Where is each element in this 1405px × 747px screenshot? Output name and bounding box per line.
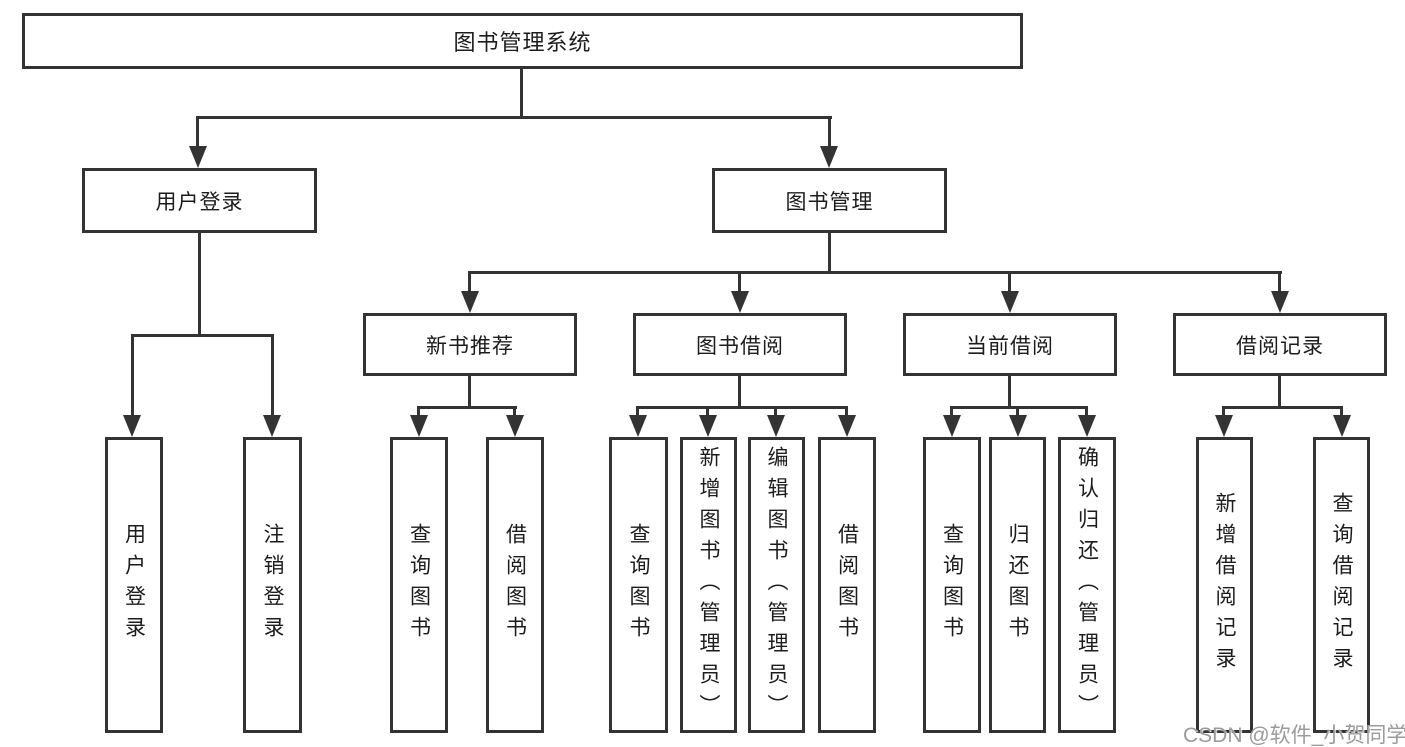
- node-label: 查询图书: [940, 523, 964, 647]
- node-book-management: 图书管理: [712, 168, 947, 233]
- node-leaf-borrow-books-2: 借阅图书: [818, 437, 876, 733]
- arrow-down-icon: [838, 415, 856, 437]
- node-leaf-confirm-return-admin: 确认归还（管理员）: [1058, 437, 1116, 733]
- node-label: 查询图书: [627, 523, 650, 647]
- connector-line: [271, 334, 274, 417]
- arrow-down-icon: [410, 415, 428, 437]
- connector-line: [468, 376, 471, 409]
- connector-line: [828, 233, 831, 274]
- node-current-borrow: 当前借阅: [903, 313, 1117, 376]
- connector-line: [468, 271, 471, 294]
- node-library-system: 图书管理系统: [22, 13, 1023, 69]
- connector-line: [417, 406, 517, 409]
- connector-line: [196, 116, 832, 119]
- node-leaf-query-books-2: 查询图书: [609, 437, 668, 733]
- node-label: 用户登录: [155, 190, 244, 214]
- arrow-down-icon: [943, 415, 961, 437]
- node-leaf-add-book-admin: 新增图书（管理员）: [680, 437, 737, 733]
- connector-line: [950, 406, 953, 417]
- connector-line: [706, 406, 709, 417]
- arrow-down-icon: [1215, 415, 1233, 437]
- node-label: 借阅记录: [1236, 334, 1324, 358]
- connector-line: [513, 406, 516, 417]
- arrow-down-icon: [767, 415, 785, 437]
- connector-line: [1222, 406, 1225, 417]
- node-label: 当前借阅: [966, 334, 1054, 358]
- connector-line: [636, 406, 848, 409]
- connector-line: [950, 406, 1088, 409]
- connector-line: [828, 116, 831, 148]
- connector-line: [1278, 271, 1281, 294]
- node-new-book-recommend: 新书推荐: [363, 313, 577, 376]
- node-leaf-user-login: 用户登录: [105, 437, 163, 733]
- arrow-down-icon: [699, 415, 717, 437]
- arrow-down-icon: [629, 415, 647, 437]
- connector-line: [1008, 271, 1011, 294]
- node-leaf-borrow-books-1: 借阅图书: [486, 437, 544, 733]
- arrow-down-icon: [1271, 291, 1289, 313]
- node-leaf-return-books: 归还图书: [989, 437, 1046, 733]
- connector-line: [1340, 406, 1343, 417]
- node-leaf-logout: 注销登录: [243, 437, 302, 733]
- connector-line: [845, 406, 848, 417]
- node-label: 新增图书（管理员）: [697, 445, 720, 725]
- arrow-down-icon: [189, 146, 207, 168]
- connector-line: [417, 406, 420, 417]
- connector-line: [198, 230, 201, 337]
- csdn-watermark: CSDN @软件_小贺同学: [1183, 724, 1405, 747]
- node-borrow-records: 借阅记录: [1173, 313, 1387, 376]
- node-user-login: 用户登录: [82, 168, 317, 233]
- arrow-down-icon: [123, 415, 141, 437]
- node-leaf-query-books-3: 查询图书: [923, 437, 981, 733]
- node-leaf-add-borrow-record: 新增借阅记录: [1196, 437, 1253, 733]
- arrow-down-icon: [820, 146, 838, 168]
- node-label: 新增借阅记录: [1213, 492, 1236, 678]
- node-label: 新书推荐: [426, 334, 514, 358]
- node-label: 图书管理系统: [453, 30, 592, 55]
- connector-line: [738, 376, 741, 409]
- connector-line: [1016, 406, 1019, 417]
- node-label: 用户登录: [122, 523, 146, 647]
- connector-line: [131, 334, 274, 337]
- connector-line: [738, 271, 741, 294]
- arrow-down-icon: [731, 291, 749, 313]
- arrow-down-icon: [263, 415, 281, 437]
- connector-line: [520, 68, 523, 119]
- connector-line: [1222, 406, 1343, 409]
- arrow-down-icon: [1009, 415, 1027, 437]
- connector-line: [1278, 376, 1281, 409]
- connector-line: [774, 406, 777, 417]
- connector-line: [1085, 406, 1088, 417]
- node-label: 查询图书: [407, 523, 431, 647]
- node-leaf-edit-book-admin: 编辑图书（管理员）: [748, 437, 805, 733]
- node-label: 借阅图书: [503, 523, 527, 647]
- node-label: 图书管理: [785, 190, 874, 214]
- node-label: 借阅图书: [835, 523, 859, 647]
- arrow-down-icon: [461, 291, 479, 313]
- node-label: 注销登录: [261, 523, 284, 647]
- node-label: 图书借阅: [696, 334, 784, 358]
- connector-line: [636, 406, 639, 417]
- connector-line: [131, 334, 134, 417]
- node-label: 查询借阅记录: [1330, 492, 1353, 678]
- arrow-down-icon: [1333, 415, 1351, 437]
- connector-line: [196, 116, 199, 148]
- node-label: 归还图书: [1006, 523, 1029, 647]
- node-book-borrow: 图书借阅: [633, 313, 847, 376]
- node-leaf-query-books-1: 查询图书: [390, 437, 448, 733]
- connector-line: [1008, 376, 1011, 409]
- node-leaf-query-borrow-record: 查询借阅记录: [1313, 437, 1370, 733]
- arrow-down-icon: [506, 415, 524, 437]
- node-label: 编辑图书（管理员）: [765, 445, 788, 725]
- arrow-down-icon: [1001, 291, 1019, 313]
- connector-line: [468, 271, 1282, 274]
- node-label: 确认归还（管理员）: [1075, 445, 1099, 725]
- arrow-down-icon: [1078, 415, 1096, 437]
